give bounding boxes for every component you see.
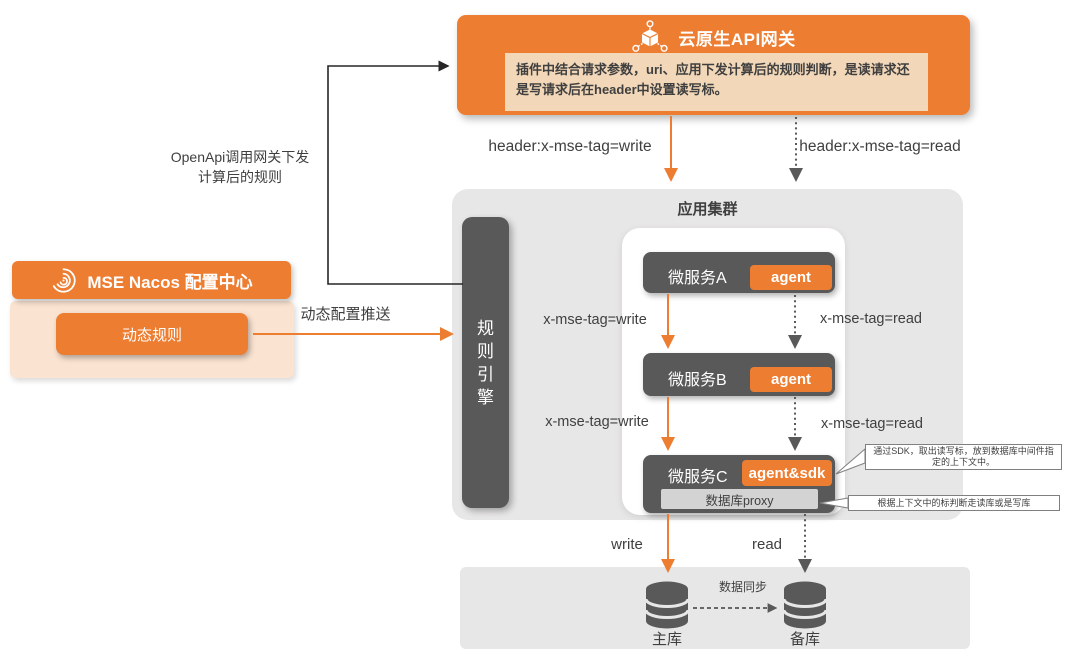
service-b-box: 微服务B agent (643, 353, 835, 396)
rule-engine-box: 规则引擎 (462, 217, 509, 508)
service-a-box: 微服务A agent (643, 252, 835, 293)
nacos-title: MSE Nacos 配置中心 (87, 272, 253, 292)
api-gateway-title: 云原生API网关 (678, 29, 796, 49)
service-c-agent-sdk-badge: agent&sdk (742, 460, 832, 486)
dynamic-push-label: 动态配置推送 (300, 306, 391, 323)
tag-read-label-1: x-mse-tag=read (820, 311, 922, 327)
header-tag-read-label: header:x-mse-tag=read (799, 138, 961, 155)
app-cluster-title: 应用集群 (677, 201, 738, 218)
header-tag-write-label: header:x-mse-tag=write (488, 138, 652, 155)
tag-write-label-2: x-mse-tag=write (545, 414, 649, 430)
service-a-name: 微服务A (668, 270, 727, 287)
db-proxy-bar: 数据库proxy (661, 489, 818, 509)
data-sync-label: 数据同步 (718, 580, 767, 594)
service-b-name: 微服务B (668, 372, 727, 389)
service-b-agent-badge: agent (750, 367, 832, 392)
tag-read-label-2: x-mse-tag=read (821, 416, 923, 432)
openapi-call-connector (327, 60, 463, 285)
replica-db-icon (782, 581, 828, 629)
api-gateway-header: 云原生API网关 (457, 18, 970, 56)
sdk-annotation: 通过SDK，取出读写标，放到数据库中间件指定的上下文中。 (865, 444, 1062, 470)
dynamic-rule-button: 动态规则 (56, 313, 248, 355)
api-gateway-description: 插件中结合请求参数，uri、应用下发计算后的规则判断，是读请求还是写请求后在he… (505, 53, 928, 111)
read-label: read (751, 536, 783, 553)
service-c-box: 微服务C agent&sdk 数据库proxy (643, 455, 835, 513)
openapi-rule-label: OpenApi调用网关下发 计算后的规则 (170, 149, 310, 185)
service-c-name: 微服务C (668, 469, 728, 486)
api-gateway-icon (632, 20, 669, 52)
api-gateway-box: 云原生API网关 插件中结合请求参数，uri、应用下发计算后的规则判断，是读请求… (457, 15, 970, 115)
nacos-swirl-icon (53, 267, 76, 293)
service-a-agent-badge: agent (750, 265, 832, 290)
proxy-annotation: 根据上下文中的标判断走读库或是写库 (848, 495, 1060, 511)
replica-db-label: 备库 (789, 631, 820, 648)
write-label: write (611, 536, 643, 553)
rule-engine-label: 规则引擎 (477, 318, 494, 407)
primary-db-icon (644, 581, 690, 629)
primary-db-label: 主库 (651, 631, 682, 648)
nacos-header: MSE Nacos 配置中心 (12, 261, 291, 299)
tag-write-label-1: x-mse-tag=write (543, 312, 647, 328)
